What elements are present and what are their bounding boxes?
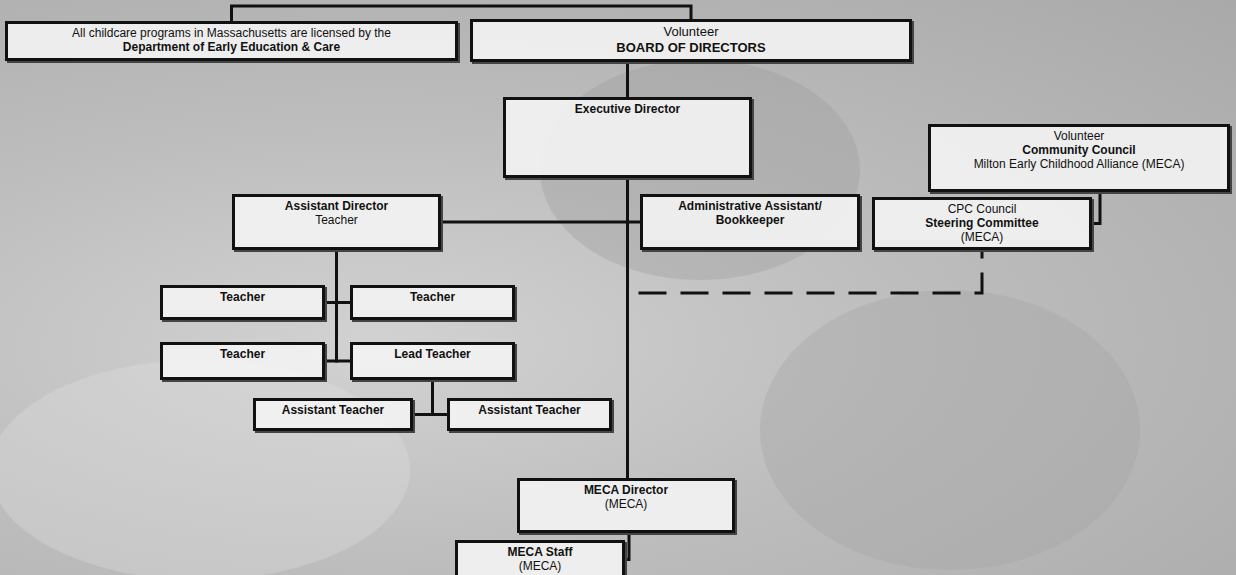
- org-connector: [626, 178, 629, 478]
- org-box: VolunteerCommunity CouncilMilton Early C…: [928, 124, 1230, 192]
- org-box: CPC CouncilSteering Committee(MECA): [872, 197, 1092, 250]
- box-text: Community Council: [1022, 143, 1135, 157]
- box-text: Steering Committee: [925, 216, 1038, 230]
- box-text: Lead Teacher: [394, 347, 470, 361]
- box-text: Teacher: [315, 213, 358, 227]
- box-text: Teacher: [220, 290, 265, 304]
- box-text: Assistant Teacher: [282, 403, 385, 417]
- org-box: All childcare programs in Massachusetts …: [5, 21, 458, 61]
- org-connector: [325, 250, 337, 303]
- org-box: Administrative Assistant/ Bookkeeper: [640, 194, 860, 250]
- box-text: (MECA): [961, 230, 1004, 244]
- box-text: All childcare programs in Massachusetts …: [72, 26, 391, 40]
- box-text: Volunteer: [664, 24, 719, 40]
- org-box: Executive Director: [503, 97, 752, 178]
- box-text: Department of Early Education & Care: [123, 40, 340, 54]
- box-text: Teacher: [220, 347, 265, 361]
- org-box: MECA Staff(MECA): [455, 540, 625, 575]
- org-box: Assistant Teacher: [253, 398, 413, 431]
- org-box: MECA Director(MECA): [517, 478, 735, 533]
- org-box: Assistant DirectorTeacher: [232, 194, 441, 250]
- org-connector: [441, 178, 628, 222]
- org-connector: [625, 533, 629, 560]
- org-box: VolunteerBOARD OF DIRECTORS: [470, 19, 912, 62]
- box-text: CPC Council: [948, 202, 1017, 216]
- box-text: Assistant Teacher: [478, 403, 581, 417]
- org-box: Teacher: [160, 285, 325, 320]
- org-connector: [325, 250, 337, 361]
- org-connector: [337, 250, 351, 303]
- box-text: (MECA): [519, 559, 562, 573]
- org-connector: [626, 62, 629, 97]
- org-box: Lead Teacher: [350, 342, 515, 380]
- box-text: (MECA): [605, 497, 648, 511]
- box-text: Milton Early Childhood Alliance (MECA): [974, 157, 1185, 171]
- org-connector: [1092, 192, 1100, 224]
- org-connector: [433, 380, 448, 415]
- box-text: Assistant Director: [285, 199, 388, 213]
- org-box: Teacher: [160, 342, 325, 380]
- org-connector: [337, 250, 351, 361]
- box-text: Administrative Assistant/ Bookkeeper: [648, 199, 852, 227]
- photo-shade: [760, 290, 1140, 570]
- box-text: Executive Director: [575, 102, 680, 116]
- box-text: MECA Staff: [508, 545, 573, 559]
- box-text: Teacher: [410, 290, 455, 304]
- box-text: BOARD OF DIRECTORS: [616, 40, 765, 56]
- photo-shade: [0, 360, 410, 575]
- box-text: Volunteer: [1054, 129, 1105, 143]
- org-connector: [413, 380, 433, 415]
- org-connector: [628, 178, 641, 222]
- org-box: Assistant Teacher: [447, 398, 612, 431]
- org-box: Teacher: [350, 285, 515, 320]
- box-text: MECA Director: [584, 483, 668, 497]
